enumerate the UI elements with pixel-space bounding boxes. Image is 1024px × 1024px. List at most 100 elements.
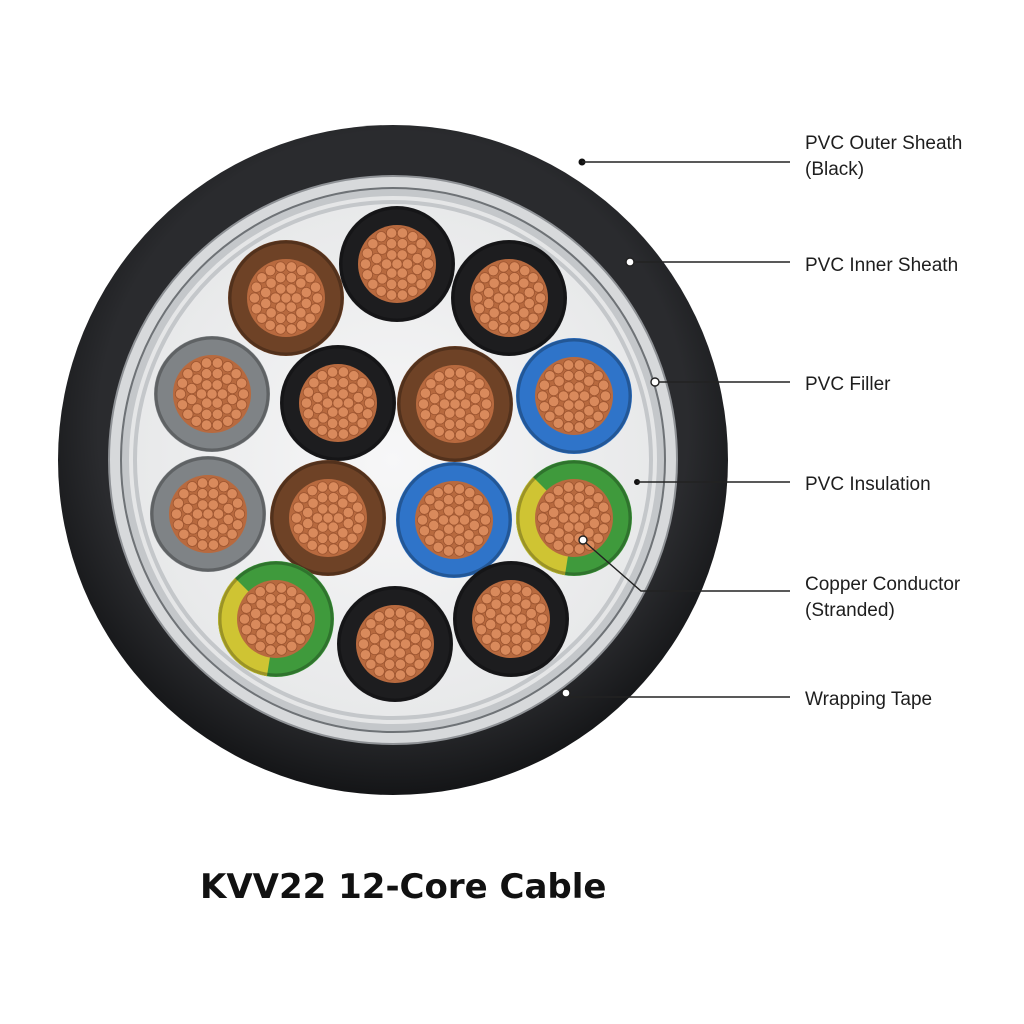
conductor-strand [362,386,374,398]
conductor-strand [562,481,575,493]
conductor-strand [296,319,308,331]
conductor-strand [422,258,435,270]
conductor-strand [409,643,421,655]
leader-dot-inner-sheath [625,257,635,267]
conductor-strand [599,390,612,402]
conductor-strand [434,383,446,395]
conductor-strand [337,417,350,429]
conductor-strand [337,527,349,539]
conductor-strand [383,669,396,681]
conductor-strand [584,363,596,375]
conductor-strand [508,283,520,295]
conductor-strand [346,492,358,504]
conductor-strand [326,366,339,378]
conductor-strand [573,492,585,504]
conductor-strand [232,519,244,531]
conductor-strand [421,269,433,281]
cable-core [150,456,266,572]
conductor-strand [383,607,396,619]
conductor-strand [510,633,523,645]
conductor-strand [518,307,530,319]
conductor-strand [226,528,238,540]
conductor-strand [367,238,379,250]
conductor-strand [535,602,547,614]
conductor-strand [525,607,537,620]
conductor-strand [419,649,431,661]
conductor-strand [359,627,371,639]
conductor-strand [304,312,316,324]
conductor-strand [557,512,570,524]
conductor-strand [510,622,522,634]
conductor-strand [434,413,446,425]
conductor-strand [294,633,306,645]
conductor-strand [464,383,476,395]
conductor-strand [265,622,277,634]
conductor-strand [424,534,436,546]
conductor-strand [573,481,586,493]
conductor-strand [230,408,242,420]
conductor-strand [499,644,512,656]
conductor-strand [186,535,198,547]
conductor-strand [265,604,277,616]
conductor-strand [327,521,339,533]
conductor-strand [473,303,485,315]
conductor-strand [432,487,444,499]
conductor-strand [371,263,383,276]
conductor-strand [357,638,370,650]
conductor-strand [348,370,360,382]
conductor-strand [232,497,244,509]
conductor-strand [523,297,535,309]
conductor-strand [424,494,436,506]
core-insulation-edge [218,561,334,677]
conductor-strand [573,359,586,371]
conductor-strand [562,359,575,371]
conductor-strand [190,361,202,373]
conductor-strand [453,534,466,546]
conductor-strand [270,613,282,625]
conductor-strand [453,494,465,506]
conductor-strand [428,509,440,521]
conductor-strand [553,527,565,539]
conductor-strand [178,528,190,540]
conductor-strand [454,407,466,419]
conductor-strand [478,525,490,537]
conductor-strand [409,632,421,645]
conductor-strand [259,613,272,625]
conductor-strand [302,517,314,530]
conductor-strand [186,481,198,493]
conductor-strand [275,582,288,594]
conductor-strand [176,377,188,389]
conductor-strand [286,586,298,598]
conductor-strand [374,653,386,665]
conductor-strand [553,497,565,509]
conductor-strand [226,488,238,500]
conductor-strand [548,395,560,408]
conductor-strand [523,286,535,299]
conductor-strand [365,618,377,630]
conductor-strand [221,373,233,385]
conductor-strand [206,388,218,400]
conductor-strand [275,312,287,324]
core-insulation-edge [339,206,455,322]
conductor-strand [563,399,575,411]
conductor-strand [552,539,564,551]
conductor-strand [421,247,433,259]
conductor-strand [260,297,272,310]
conductor-strand [599,512,612,524]
conductor-strand [191,373,203,385]
conductor-strand [280,613,293,625]
conductor-strand [316,481,329,493]
conductor-strand [413,658,425,670]
conductor-strand [573,399,585,411]
conductor-strand [394,669,407,681]
conductor-strand [312,402,324,415]
conductor-strand [182,408,194,420]
conductor-strand [453,545,466,557]
conductor-strand [367,278,379,290]
conductor-strand [533,303,545,315]
conductor-strand [170,508,183,520]
conductor-strand [417,398,430,410]
conductor-strand [250,608,262,620]
conductor-strand [380,258,393,270]
conductor-strand [196,539,209,551]
